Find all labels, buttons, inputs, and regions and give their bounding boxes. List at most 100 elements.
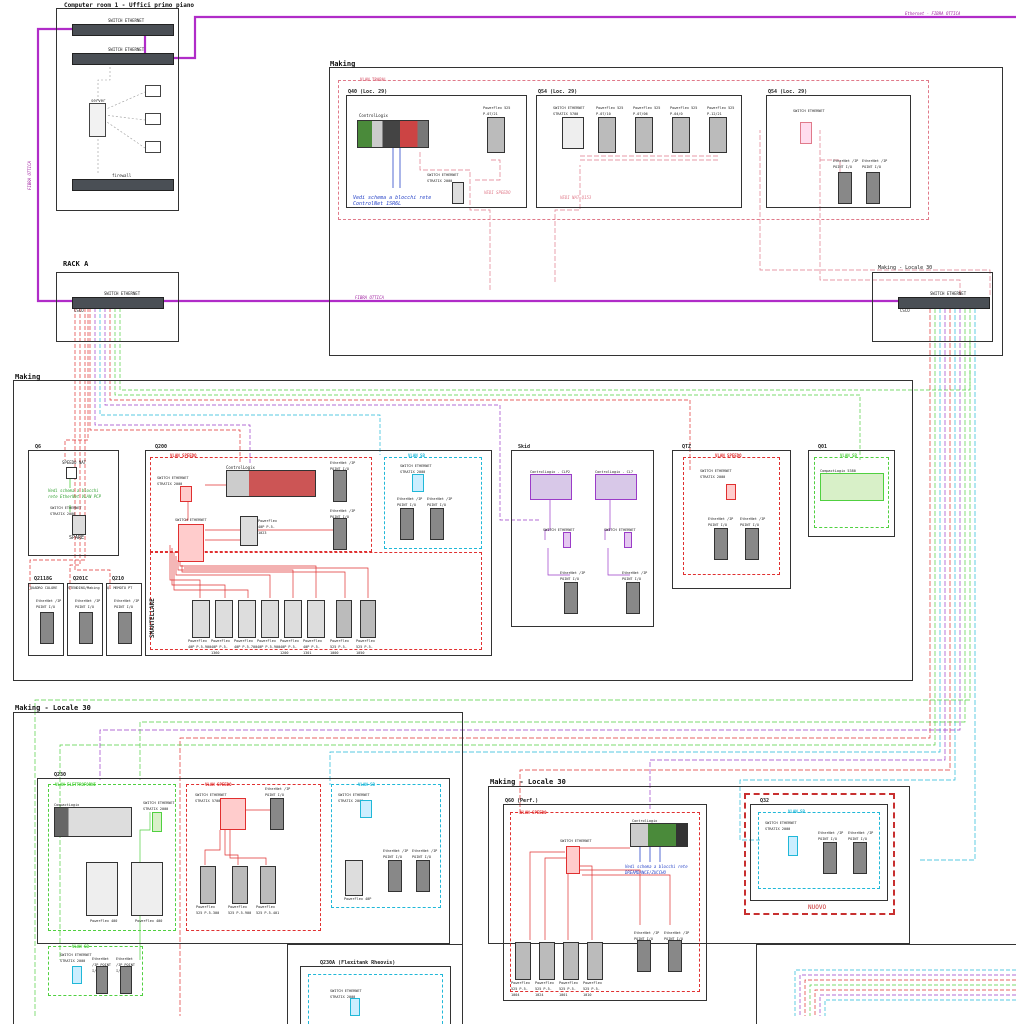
q6-speedo: SPEEDO NAT bbox=[62, 460, 87, 465]
q01-cl bbox=[820, 473, 884, 501]
q200-point-4 bbox=[430, 508, 444, 540]
skid-frame bbox=[511, 450, 654, 627]
skid-cl1-label: ControlLogix - CLP2 bbox=[530, 470, 571, 474]
server-tower bbox=[89, 103, 106, 137]
q6-spare: SPARE bbox=[69, 535, 85, 541]
making-l30-rack-title: Making - Locale 30 bbox=[878, 265, 933, 271]
fiber-label-vertical: FIBRA OTTICA bbox=[27, 161, 32, 190]
q54-pf-4 bbox=[709, 117, 727, 153]
q200-drive-4 bbox=[261, 600, 279, 638]
q54-pf-4-label: PowerFlex 525 P-12/21 bbox=[707, 106, 735, 116]
q200-vlan-red-frame bbox=[150, 457, 372, 552]
q200-vlan-cyan-title: VLAN SB bbox=[408, 453, 425, 458]
q200-drive-1 bbox=[192, 600, 210, 638]
q230-vlan-cyan-title: VLAN SB bbox=[358, 782, 375, 787]
q200-pf40p bbox=[240, 516, 258, 546]
q230-pf-2-label: PowerFlex 400 bbox=[135, 919, 163, 923]
q200-drive-8 bbox=[360, 600, 376, 638]
q60-cl-label: ControlLogix bbox=[632, 819, 658, 823]
q200-point-2 bbox=[333, 518, 347, 550]
skid-sw-2-label: SWITCH ETHERNET bbox=[604, 528, 636, 532]
q230-vlan-red-frame bbox=[186, 784, 321, 931]
qtz-point-1-label: EtherNet /IP POINT I/O bbox=[708, 517, 734, 527]
q200-point-1-label: EtherNet /IP POINT I/O bbox=[330, 461, 356, 471]
q54-pf-1 bbox=[598, 117, 616, 153]
qtz-vlan-frame bbox=[683, 457, 780, 575]
skid-point-1-label: EtherNet /IP POINT I/O bbox=[560, 571, 586, 581]
q230-drive-2 bbox=[232, 866, 248, 904]
q230-point-cyan-1 bbox=[388, 860, 402, 892]
skid-sw-1 bbox=[563, 532, 571, 548]
q230a-switch bbox=[350, 998, 360, 1016]
q201c-point-label: EtherNet /IP POINT I/O bbox=[75, 599, 101, 609]
q230-drive-1 bbox=[200, 866, 216, 904]
q32-switch bbox=[788, 836, 798, 856]
q200-drive-6 bbox=[307, 600, 325, 638]
q200-switch-cyan-label: SWITCH ETHERNET STRATIX 2000 bbox=[400, 464, 432, 474]
q6-title: Q6 bbox=[35, 444, 42, 450]
switch-cr-1 bbox=[72, 24, 174, 36]
q210-title: Q210 bbox=[112, 576, 125, 582]
fiber-label-top: Ethernet - FIBRA OTTICA bbox=[905, 11, 961, 16]
vlan-pink-cables bbox=[419, 130, 991, 295]
skid-cl1 bbox=[530, 474, 572, 500]
q6-note: Vedi schema a blocchi rete EtherNet VLAN… bbox=[48, 488, 101, 499]
skid-point-2 bbox=[626, 582, 640, 614]
q60-vlan-title: VLAN SPEEDO bbox=[520, 810, 547, 815]
rack-b-switch bbox=[898, 297, 990, 309]
q230-switch-red-label: SWITCH ETHERNET STRATIX 5700 bbox=[195, 793, 227, 803]
q230-pf40p-label: PowerFlex 40P bbox=[344, 897, 372, 901]
q60-drive-2-label: PowerFlex 525 P-5-1024 bbox=[535, 981, 554, 997]
pc-3 bbox=[145, 141, 161, 153]
q200-drive-7 bbox=[336, 600, 352, 638]
q01-cl-label: CompactLogix 5380 bbox=[820, 469, 856, 473]
q32-title: Q32 bbox=[760, 798, 770, 804]
skid-cl2 bbox=[595, 474, 637, 500]
q210-point bbox=[118, 612, 132, 644]
q230-frame bbox=[37, 778, 450, 944]
q230-drive-1-label: PowerFlex 525 P-5-300 bbox=[196, 905, 220, 915]
computer-room-title: Computer room 1 - Uffici primo piano bbox=[64, 2, 195, 9]
q230-switch-label: SWITCH ETHERNET STRATIX 2000 bbox=[143, 801, 175, 811]
q230a-title: Q230A (Flexitank Rheovis) bbox=[320, 960, 396, 966]
q32-switch-label: SWITCH ETHERNET STRATIX 2000 bbox=[765, 821, 797, 831]
q230-point-small-2-label: EtherNet /IP POINT I/O bbox=[116, 957, 135, 973]
q230-title: Q230 bbox=[54, 772, 67, 778]
q60-point-1 bbox=[637, 940, 651, 972]
q40-controllogix-label: ControlLogix bbox=[359, 113, 388, 118]
q6-switch-label: SWITCH ETHERNET STRATIX 2000 bbox=[50, 506, 82, 516]
q200-frame bbox=[145, 450, 492, 656]
q230a-frame bbox=[300, 966, 451, 1024]
q01-vlan-frame bbox=[814, 457, 889, 528]
q60-frame bbox=[503, 804, 707, 1001]
q200-switch-cyan bbox=[412, 474, 424, 492]
q60-controlnet-arrows bbox=[639, 845, 661, 862]
q6-speedo-device bbox=[66, 467, 77, 479]
q230-point-cyan-2-label: EtherNet /IP POINT I/O bbox=[412, 849, 438, 859]
q200-switch-a bbox=[180, 486, 192, 502]
q40-pf-label: PowerFlex 525 P-07/21 bbox=[483, 106, 511, 116]
q60-note: Vedi schema a blocchi rete DREAMDANCE/ZU… bbox=[625, 864, 688, 875]
q230-vlan-small-frame bbox=[48, 946, 143, 996]
q2118g-title: Q2118G bbox=[34, 576, 53, 582]
skid-sw-2 bbox=[624, 532, 632, 548]
server-label: server bbox=[91, 98, 106, 103]
q60-vlan-frame bbox=[510, 812, 700, 992]
making-l30-left-frame bbox=[13, 712, 463, 1024]
q210-sub: Q. MEMOTO PT bbox=[107, 586, 133, 590]
making-top-frame bbox=[329, 67, 1003, 356]
q54-switch-label: SWITCH ETHERNET STRATIX 5700 bbox=[553, 106, 585, 116]
q32-nuovo-frame bbox=[744, 793, 895, 915]
q6-frame bbox=[28, 450, 119, 556]
q230-point-small-2 bbox=[120, 966, 132, 994]
q40-frame bbox=[346, 95, 527, 208]
q200-drive-3 bbox=[238, 600, 256, 638]
lower-mid-frame bbox=[287, 944, 463, 1024]
q201c-title: Q201C bbox=[73, 576, 89, 582]
computer-room-frame bbox=[56, 8, 179, 211]
q32-point-2 bbox=[853, 842, 867, 874]
q60-drive-4 bbox=[587, 942, 603, 980]
q210-frame bbox=[106, 583, 142, 656]
q54b-switch-label: SWITCH ETHERNET bbox=[793, 109, 825, 113]
